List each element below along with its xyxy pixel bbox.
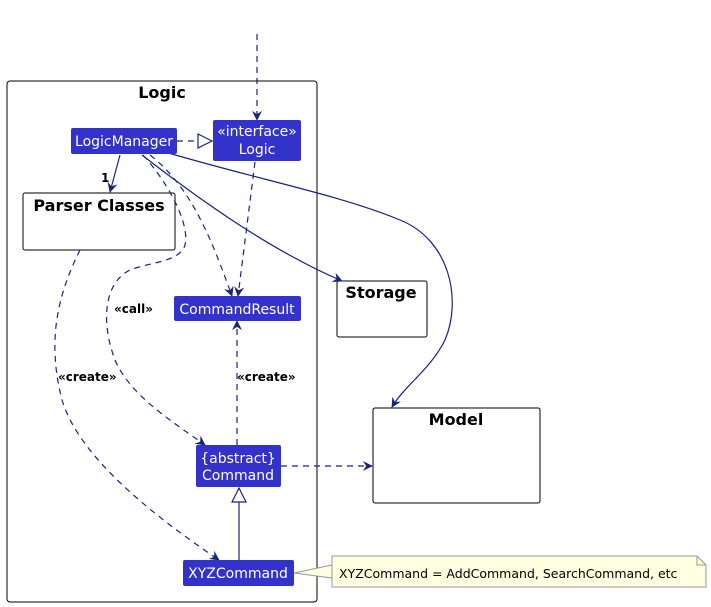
- commandresult-class[interactable]: CommandResult: [174, 296, 301, 321]
- commandresult-label: CommandResult: [179, 302, 295, 318]
- note-text: XYZCommand = AddCommand, SearchCommand, …: [339, 566, 678, 581]
- logicmanager-to-commandresult-edge: [149, 154, 234, 297]
- logic-package-title: Logic: [138, 83, 186, 102]
- xyzcommand-class[interactable]: XYZCommand: [183, 560, 294, 586]
- note: XYZCommand = AddCommand, SearchCommand, …: [331, 555, 707, 588]
- model-package: Model: [372, 407, 541, 504]
- command-class[interactable]: {abstract} Command: [196, 445, 281, 487]
- multiplicity-label: 1: [101, 171, 109, 185]
- logic-interface-class[interactable]: «interface» Logic: [213, 120, 301, 161]
- logicmanager-class[interactable]: LogicManager: [71, 128, 177, 154]
- parser-classes-title: Parser Classes: [33, 196, 164, 215]
- command-stereotype: {abstract}: [200, 451, 276, 467]
- storage-title: Storage: [345, 283, 416, 302]
- model-title: Model: [429, 410, 484, 429]
- edges: [54, 34, 453, 579]
- logicmanager-to-model-edge: [164, 151, 453, 408]
- storage-package: Storage: [336, 280, 428, 338]
- create-label-command: «create»: [237, 370, 296, 384]
- logicmanager-to-parser-edge: [107, 154, 121, 193]
- xyzcommand-label: XYZCommand: [188, 566, 288, 582]
- logicmanager-label: LogicManager: [75, 134, 173, 150]
- parser-classes-package: Parser Classes: [22, 192, 176, 251]
- call-edge: [105, 154, 206, 446]
- call-label: «call»: [114, 302, 153, 316]
- logic-interface-name: Logic: [239, 142, 276, 158]
- logicmanager-to-storage-edge: [141, 154, 343, 282]
- logic-interface-stereotype: «interface»: [217, 124, 297, 140]
- command-name: Command: [202, 468, 274, 484]
- create-label-parser: «create»: [58, 370, 117, 384]
